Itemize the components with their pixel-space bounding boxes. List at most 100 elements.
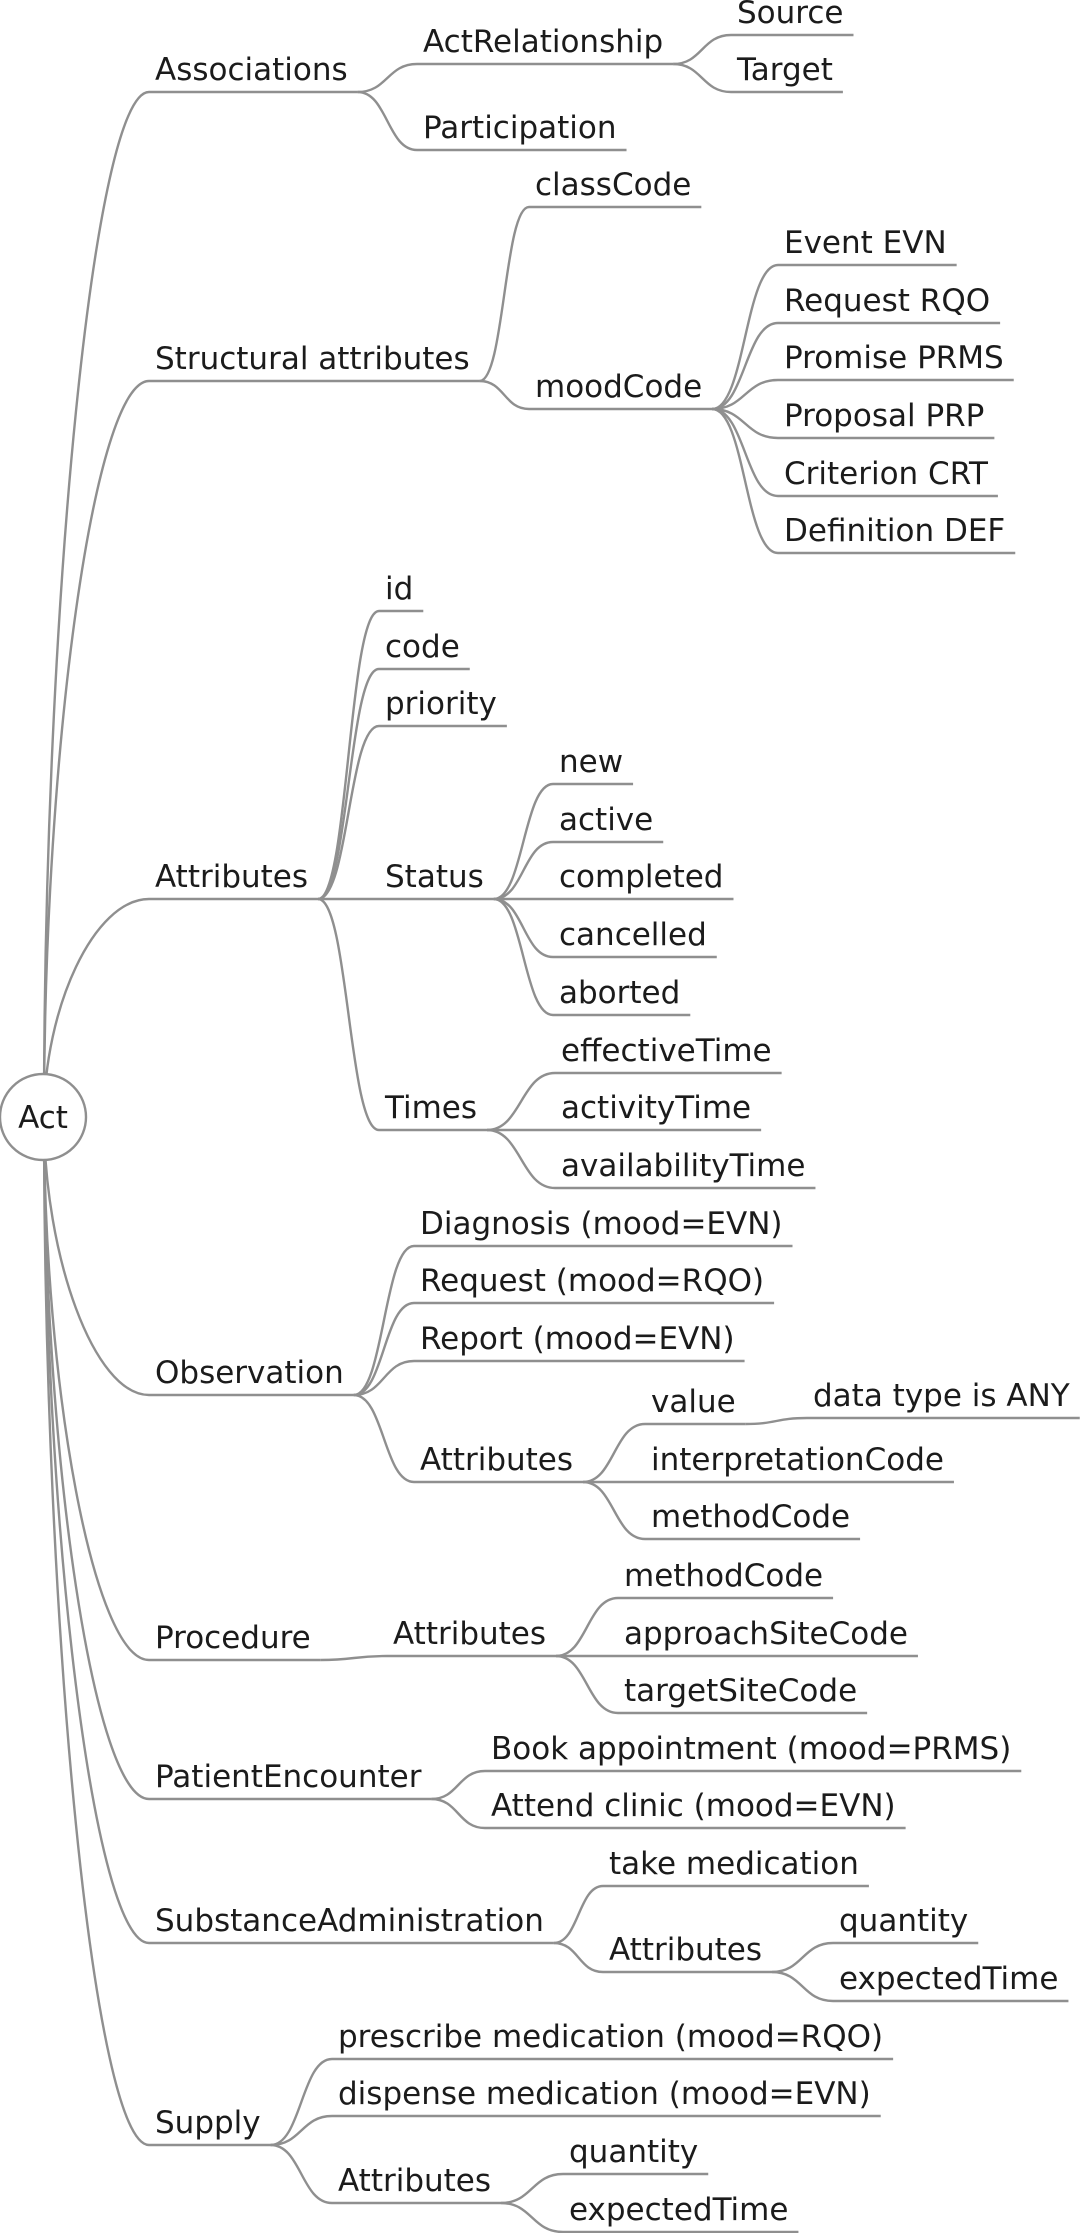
node-structural-attributes: Structural attributes (155, 341, 470, 377)
edge-node-associations-node-participation (357, 90, 418, 152)
edge-root-node-associations (42, 90, 150, 1118)
node-value: value (651, 1384, 736, 1420)
edge-node-associations-node-act-relationship (357, 62, 418, 94)
edge-root-node-structural-attributes (42, 379, 150, 1118)
edge-node-structural-attributes-node-class-code (479, 205, 530, 383)
node-book-appointment: Book appointment (mood=PRMS) (491, 1731, 1011, 1767)
node-target: Target (736, 52, 833, 88)
node-attend-clinic: Attend clinic (mood=EVN) (491, 1788, 896, 1824)
edge-node-attributes-node-id (317, 609, 380, 901)
edge-node-patient-encounter-node-book-appointment (431, 1769, 486, 1801)
node-status-cancelled: cancelled (559, 917, 707, 953)
edge-node-observation-node-report (353, 1359, 415, 1397)
node-substance-administration: SubstanceAdministration (155, 1903, 544, 1939)
node-diagnosis: Diagnosis (mood=EVN) (420, 1206, 783, 1242)
tree-edges (42, 33, 834, 2233)
node-participation: Participation (423, 110, 617, 146)
edge-node-attributes-node-priority (317, 724, 380, 901)
node-supply: Supply (155, 2105, 261, 2141)
edge-node-act-relationship-node-source (673, 33, 732, 66)
edge-node-attributes-node-code (317, 667, 380, 901)
edge-node-status-node-status-aborted (493, 897, 554, 1017)
node-supply-quantity: quantity (569, 2134, 698, 2170)
edge-node-times-node-availability-time (486, 1128, 556, 1190)
edge-node-times-node-effective-time (486, 1071, 556, 1132)
edge-node-act-relationship-node-target (673, 62, 732, 94)
node-status-active: active (559, 802, 653, 838)
edge-node-supply-node-dispense-medication (270, 2114, 333, 2147)
node-act-relationship: ActRelationship (423, 24, 663, 60)
edge-node-procedure-attributes-node-target-site-code (555, 1654, 619, 1715)
node-interpretation-code: interpretationCode (651, 1442, 944, 1478)
node-status-aborted: aborted (559, 975, 680, 1011)
node-mood-promise: Promise PRMS (784, 340, 1004, 376)
node-status-new: new (559, 744, 623, 780)
node-substance-quantity: quantity (839, 1903, 968, 1939)
node-substance-expected-time: expectedTime (839, 1961, 1058, 1997)
edge-node-supply-node-supply-attributes (270, 2143, 333, 2205)
edge-node-supply-attributes-node-supply-quantity (501, 2172, 564, 2205)
node-status: Status (385, 859, 484, 895)
node-supply-expected-time: expectedTime (569, 2192, 788, 2228)
edge-root-node-patient-encounter (42, 1116, 150, 1801)
node-status-completed: completed (559, 859, 723, 895)
edge-node-structural-attributes-node-mood-code (479, 379, 530, 411)
edge-root-node-supply (42, 1116, 150, 2147)
node-take-medication: take medication (609, 1846, 859, 1882)
node-activity-time: activityTime (561, 1090, 751, 1126)
edge-node-substance-attributes-node-substance-quantity (772, 1941, 834, 1974)
node-observation-attributes: Attributes (420, 1442, 573, 1478)
node-procedure-attributes: Attributes (393, 1616, 546, 1652)
node-procedure: Procedure (155, 1620, 311, 1656)
edge-node-observation-attributes-node-value (582, 1422, 646, 1484)
edge-node-substance-administration-node-substance-attributes (553, 1941, 604, 1974)
edge-node-patient-encounter-node-attend-clinic (431, 1797, 486, 1830)
root-node-circle (0, 1072, 88, 1162)
node-substance-attributes: Attributes (609, 1932, 762, 1968)
node-mood-definition: Definition DEF (784, 513, 1005, 549)
node-approach-site-code: approachSiteCode (624, 1616, 908, 1652)
node-request-rqo: Request (mood=RQO) (420, 1263, 764, 1299)
node-mood-event: Event EVN (784, 225, 947, 261)
edge-node-procedure-node-procedure-attributes (320, 1654, 388, 1662)
edge-node-substance-attributes-node-substance-expected-time (772, 1970, 834, 2003)
edge-root-node-procedure (42, 1116, 150, 1662)
node-mood-proposal: Proposal PRP (784, 398, 984, 434)
root-node-label: Act (18, 1100, 68, 1136)
edge-node-observation-node-request-rqo (353, 1301, 415, 1397)
node-value-type: data type is ANY (813, 1378, 1070, 1414)
node-mood-code: moodCode (535, 369, 702, 405)
node-supply-attributes: Attributes (338, 2163, 491, 2199)
node-underlines (149, 33, 1080, 2233)
edge-node-mood-code-node-mood-promise (712, 378, 779, 411)
node-method-code: methodCode (651, 1499, 850, 1535)
edge-node-observation-node-observation-attributes (353, 1393, 415, 1484)
node-attributes: Attributes (155, 859, 308, 895)
node-mood-criterion: Criterion CRT (784, 456, 989, 492)
node-effective-time: effectiveTime (561, 1033, 772, 1069)
edge-node-status-node-status-active (493, 840, 554, 901)
node-code: code (385, 629, 460, 665)
edge-node-mood-code-node-mood-definition (711, 407, 779, 555)
node-id: id (385, 571, 413, 607)
node-availability-time: availabilityTime (561, 1148, 805, 1184)
node-times: Times (384, 1090, 477, 1126)
node-class-code: classCode (535, 167, 691, 203)
edge-node-procedure-attributes-node-procedure-method-code (555, 1596, 619, 1658)
edge-node-value-node-value-type (745, 1416, 808, 1426)
edge-node-mood-code-node-mood-event (711, 263, 779, 411)
edge-node-attributes-node-times (317, 897, 380, 1132)
node-source: Source (737, 0, 843, 31)
edge-root-node-substance-administration (42, 1116, 150, 1945)
edge-node-status-node-status-cancelled (493, 897, 554, 959)
node-target-site-code: targetSiteCode (624, 1673, 857, 1709)
edge-node-supply-node-prescribe-medication (270, 2057, 333, 2147)
node-patient-encounter: PatientEncounter (155, 1759, 422, 1795)
node-procedure-method-code: methodCode (624, 1558, 823, 1594)
edge-node-mood-code-node-mood-criterion (712, 407, 779, 498)
edge-node-mood-code-node-mood-request (712, 321, 779, 411)
node-report: Report (mood=EVN) (420, 1321, 735, 1357)
node-mood-request: Request RQO (784, 283, 990, 319)
edge-node-observation-attributes-node-method-code (582, 1480, 646, 1541)
